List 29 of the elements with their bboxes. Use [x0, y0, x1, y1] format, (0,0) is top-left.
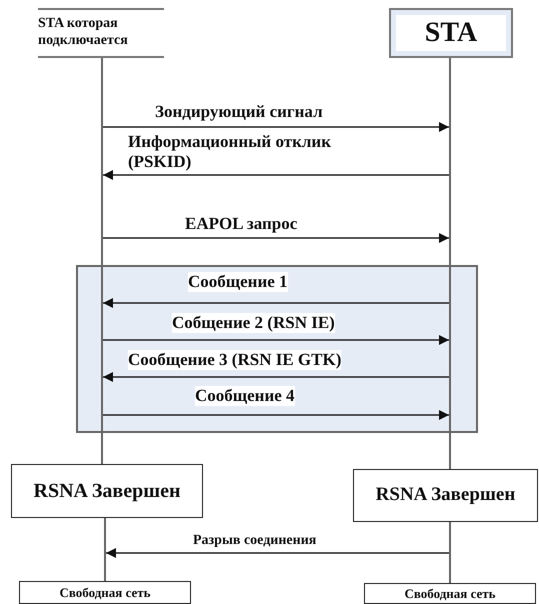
lifeline	[101, 267, 103, 431]
lifeline	[449, 267, 451, 431]
lifeline	[449, 522, 451, 583]
message-label: Сообщение 3 (RSN IE GTK)	[128, 350, 342, 370]
message-arrow	[103, 122, 449, 132]
lifeline	[101, 58, 103, 265]
message-arrow	[103, 372, 449, 382]
message-arrow	[103, 335, 449, 345]
participant-box: STA	[389, 8, 513, 58]
state-box: RSNA Завершен	[11, 464, 203, 518]
message-label: Собщение 2 (RSN IE)	[172, 313, 335, 333]
message-label: Сообщение 4	[195, 386, 295, 406]
message-label: Разрыв соединения	[193, 533, 316, 550]
message-arrow	[103, 233, 449, 243]
state-box: Свободная сеть	[19, 581, 191, 604]
lifeline	[104, 518, 106, 581]
message-arrow	[103, 410, 449, 420]
message-arrow	[103, 298, 449, 308]
message-label: Информационный отклик (PSKID)	[128, 132, 332, 172]
message-label: Сообщение 1	[188, 272, 288, 292]
state-box: RSNA Завершен	[353, 469, 538, 522]
lifeline	[449, 58, 451, 265]
participant-header: STA которая подключается	[38, 8, 164, 58]
lifeline	[449, 433, 451, 469]
message-label: Зондирующий сигнал	[155, 102, 323, 122]
message-arrow	[106, 548, 449, 558]
state-box: Свободная сеть	[364, 583, 536, 604]
lifeline	[101, 433, 103, 464]
message-arrow	[103, 170, 449, 180]
